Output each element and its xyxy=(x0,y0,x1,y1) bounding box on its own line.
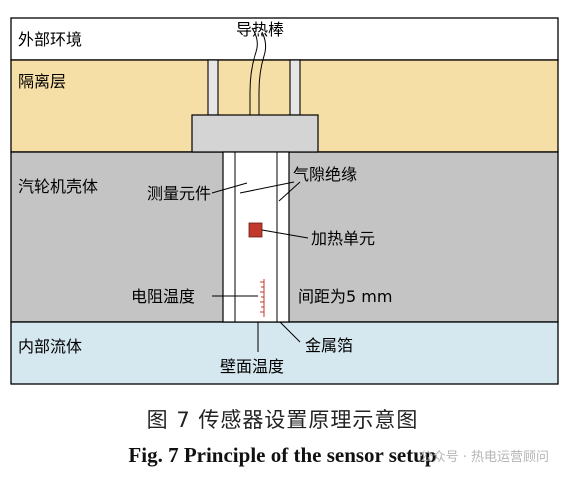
wire-left xyxy=(249,27,258,115)
caption-english: Fig. 7 Principle of the sensor setup xyxy=(128,443,437,467)
leader-heating-unit xyxy=(261,229,309,239)
heat-rod-pin-right xyxy=(289,59,301,116)
leader-metal-foil xyxy=(279,321,301,343)
wire-right xyxy=(258,31,267,115)
label-heat-rod: 导热棒 xyxy=(236,20,284,39)
heating-unit xyxy=(248,222,263,238)
label-wall-temp: 壁面温度 xyxy=(220,357,284,376)
resistance-scale xyxy=(260,279,265,317)
label-resistance-temp: 电阻温度 xyxy=(131,287,195,306)
cap-block xyxy=(191,114,319,153)
label-measure-element: 测量元件 xyxy=(147,184,211,203)
leader-air-gap-2 xyxy=(278,181,301,202)
label-casing: 汽轮机壳体 xyxy=(18,177,98,196)
caption-chinese: 图 7 传感器设置原理示意图 xyxy=(146,408,419,432)
label-fluid: 内部流体 xyxy=(18,337,82,356)
watermark: 公众号 · 热电运营顾问 xyxy=(419,450,549,465)
leader-measure-element xyxy=(211,182,248,194)
label-air-gap: 气隙绝缘 xyxy=(293,165,357,184)
label-insulation: 隔离层 xyxy=(18,72,66,91)
label-spacing: 间距为5 mm xyxy=(298,287,392,306)
layer-fluid xyxy=(10,321,559,385)
label-metal-foil: 金属箔 xyxy=(305,336,353,355)
label-heating-unit: 加热单元 xyxy=(311,229,375,248)
leader-air-gap-1 xyxy=(239,181,295,194)
layer-outside xyxy=(10,17,559,61)
label-outside: 外部环境 xyxy=(18,30,82,49)
heat-rod-pin-left xyxy=(207,59,219,116)
